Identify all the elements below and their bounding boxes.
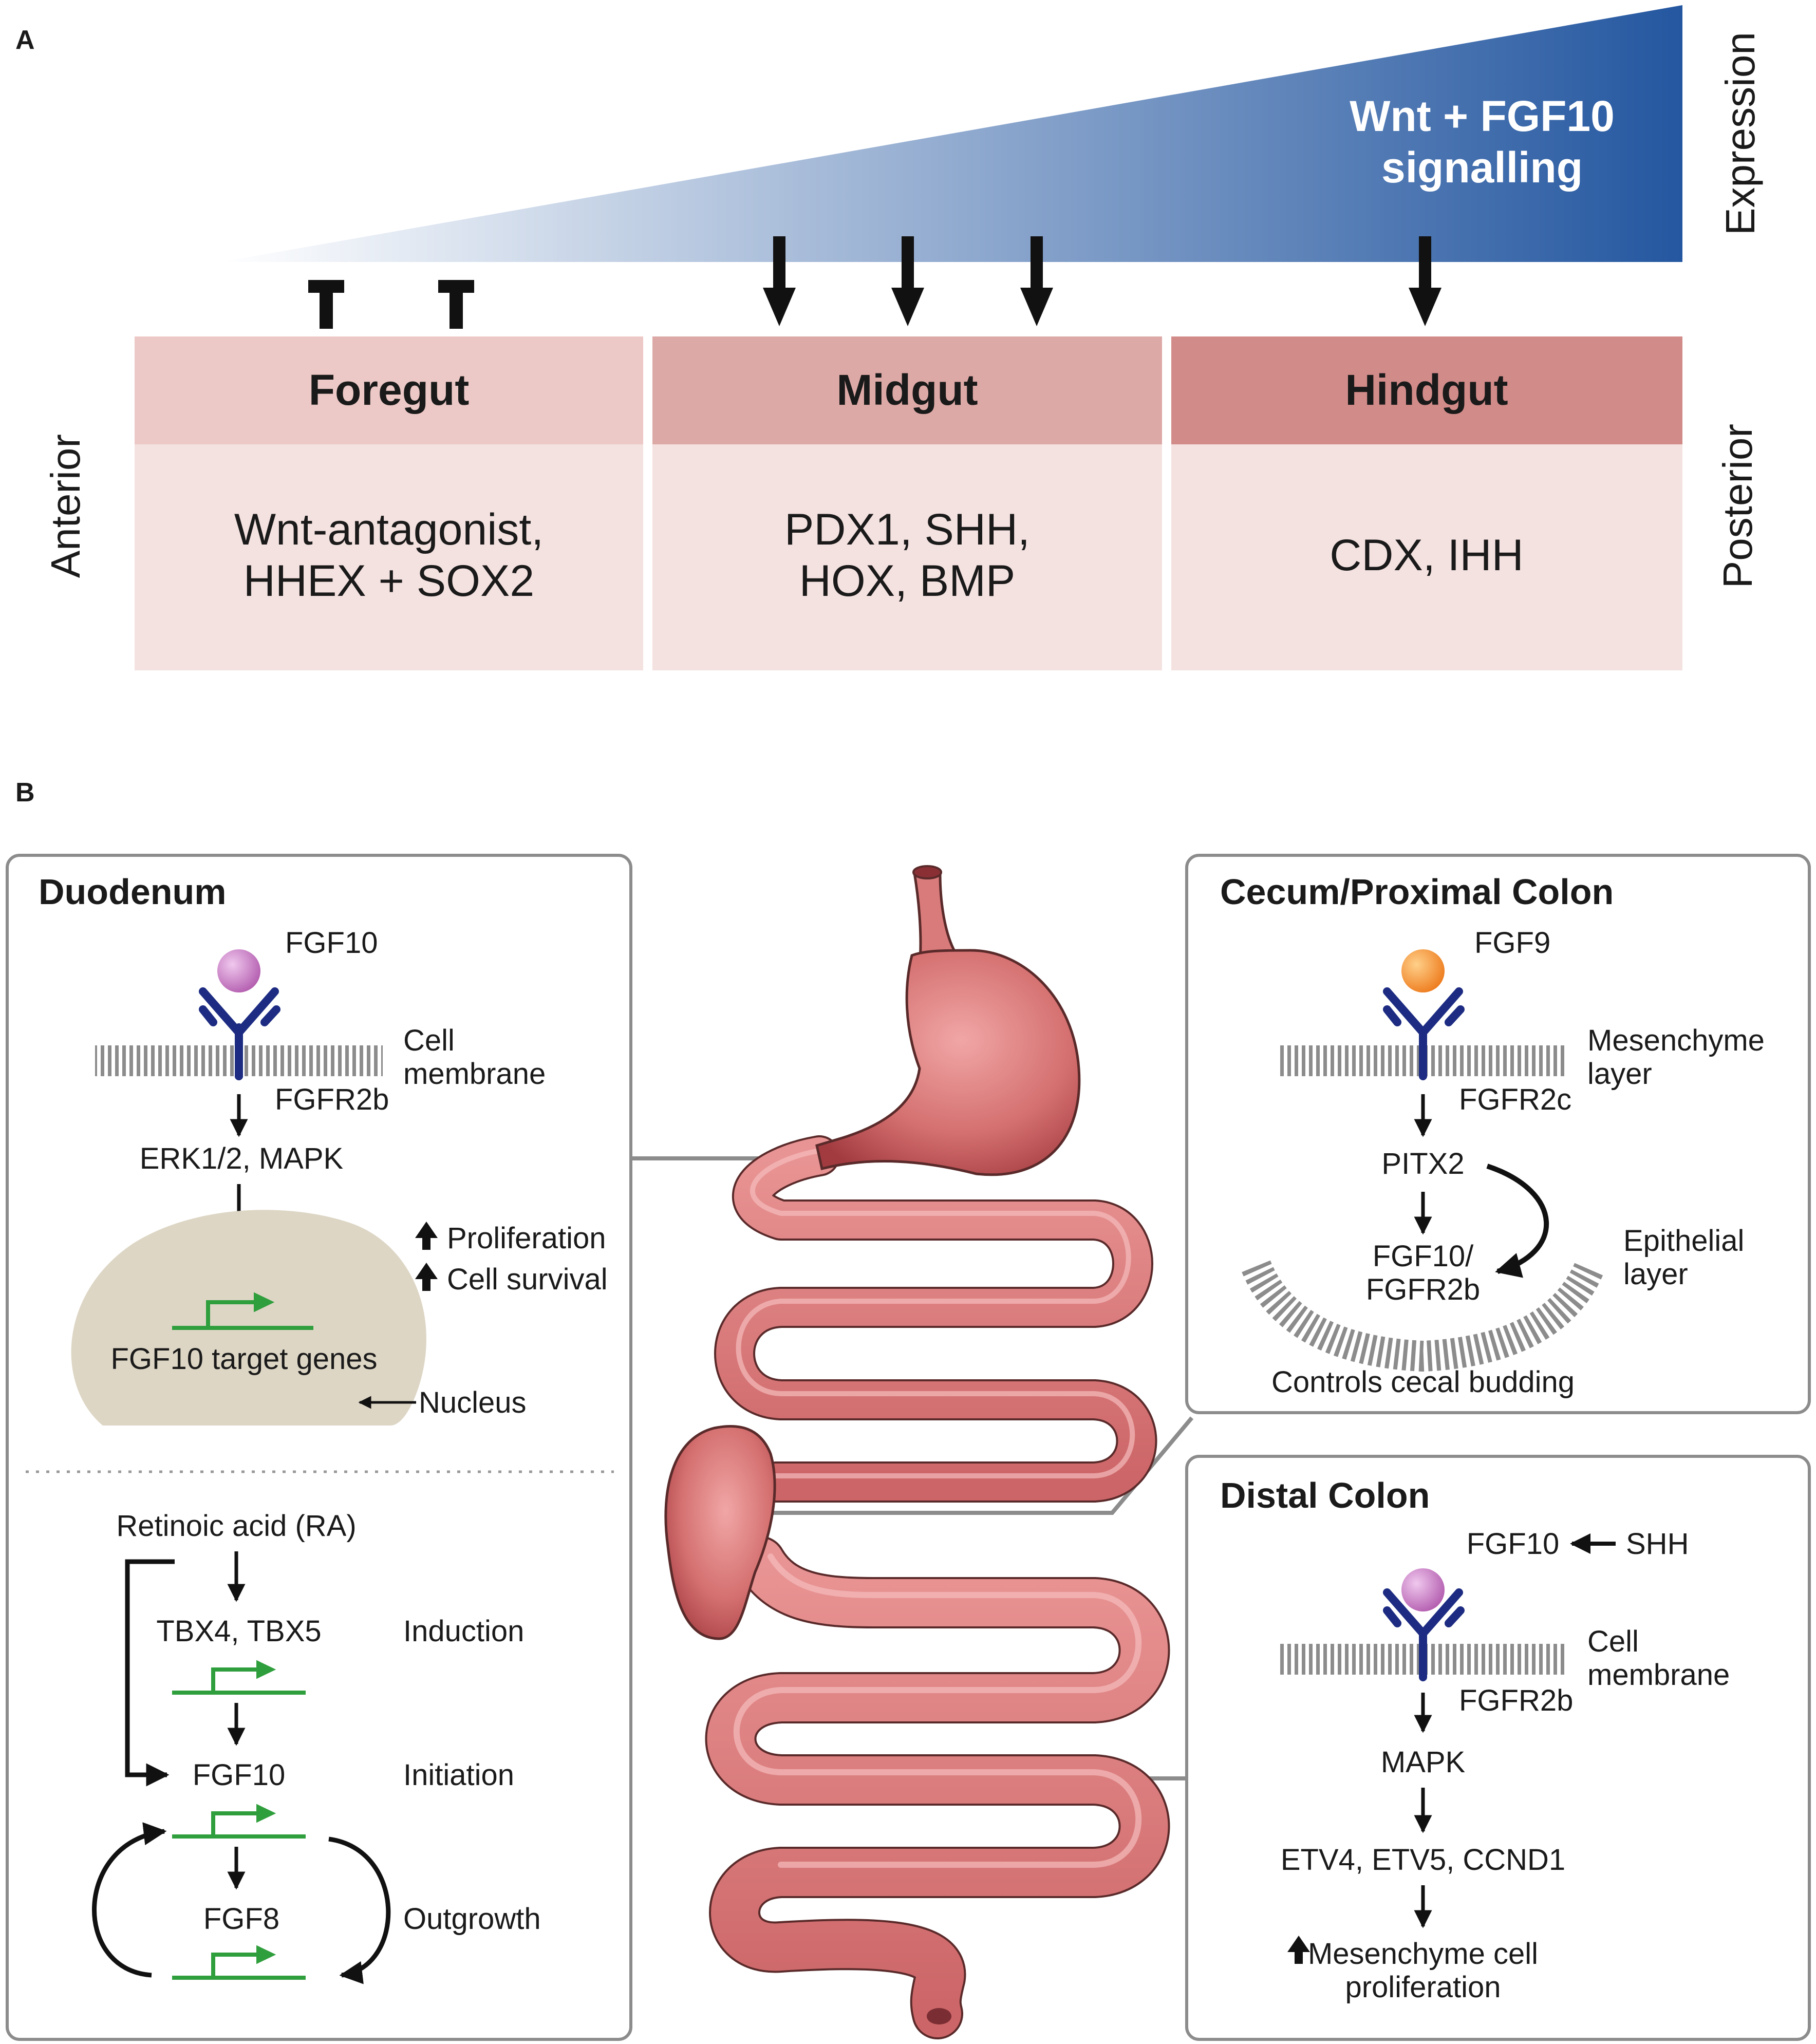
ra-label: Retinoic acid (RA) (116, 1509, 356, 1543)
up-arrow-icon (1287, 1936, 1310, 1964)
gene-icon (172, 1945, 306, 1980)
panel-b-label: B (15, 778, 35, 808)
receptor-label: FGFR2b (275, 1083, 389, 1116)
epithelial-label-line1: Epithelial (1623, 1224, 1744, 1258)
membrane-label-line2: membrane (1587, 1658, 1730, 1692)
fgf-label-line2: FGFR2b (1366, 1273, 1480, 1306)
inhibition-symbol (438, 280, 474, 329)
duodenum-box: Duodenum FGF10 Cell membrane FGFR2b ERK1… (6, 854, 632, 2041)
gut-illustration (664, 865, 1170, 2039)
pathway-label: MAPK (1381, 1746, 1466, 1779)
loop-arrow (92, 1822, 167, 1978)
loop-arrow (328, 1836, 391, 1984)
anterior-label: Anterior (43, 434, 88, 578)
gene-icon (172, 1292, 313, 1330)
up-arrow-icon (415, 1222, 438, 1250)
targets-label: ETV4, ETV5, CCND1 (1281, 1843, 1565, 1877)
target-genes-label: FGF10 target genes (110, 1342, 377, 1376)
fgf10-ligand-icon (217, 949, 260, 992)
effect-label-line1: Mesenchyme cell (1308, 1937, 1538, 1971)
expression-gradient (221, 5, 1682, 262)
membrane-label-line1: Cell (1587, 1625, 1639, 1658)
posterior-label: Posterior (1715, 424, 1761, 588)
effect-label-line2: proliferation (1345, 1971, 1501, 2004)
region-hindgut: Hindgut CDX, IHH (1171, 336, 1682, 670)
region-name: Hindgut (1345, 366, 1508, 414)
tbx-label: TBX4, TBX5 (156, 1615, 321, 1648)
feedback-line (125, 1559, 175, 1787)
expression-label: Expression (1717, 32, 1763, 235)
activation-arrow (1409, 236, 1441, 326)
region-markers: CDX, IHH (1330, 531, 1523, 580)
ligand-label: FGF9 (1474, 926, 1550, 960)
duodenum-title: Duodenum (39, 872, 227, 912)
region-markers: HOX, BMP (799, 556, 1016, 606)
fgfr2b-receptor-icon (1383, 1588, 1465, 1681)
gene-icon (172, 1804, 306, 1839)
inhibition-symbol (308, 280, 344, 329)
effect-label: Cell survival (447, 1263, 608, 1296)
distal-title: Distal Colon (1220, 1475, 1430, 1515)
region-markers: Wnt-antagonist, (234, 505, 544, 554)
stomach (815, 949, 1081, 1176)
receptor-label: FGFR2c (1459, 1083, 1571, 1116)
activator-label: SHH (1626, 1527, 1689, 1561)
fgf10-label: FGF10 (193, 1758, 286, 1792)
activation-arrow (763, 236, 796, 326)
nucleus-label: Nucleus (419, 1386, 527, 1419)
fgfr2b-receptor-icon (199, 987, 280, 1080)
stage-label: Induction (403, 1615, 524, 1648)
ligand-label: FGF10 (1467, 1527, 1560, 1561)
region-foregut: Foregut Wnt-antagonist, HHEX + SOX2 (135, 336, 643, 670)
nucleus-icon (71, 1210, 426, 1426)
membrane-label-line1: Cell (403, 1024, 455, 1057)
stage-label: Initiation (403, 1758, 514, 1792)
receptor-label: FGFR2b (1459, 1684, 1573, 1717)
distal-colon-box: Distal Colon FGF10 SHH Cell membrane FGF… (1185, 1455, 1811, 2041)
stage-label: Outgrowth (403, 1902, 541, 1936)
pitx2-label: PITX2 (1381, 1147, 1464, 1180)
gradient-text-line2: signalling (1381, 143, 1583, 192)
activation-arrow (1020, 236, 1053, 326)
fgf10-ligand-icon (1401, 1568, 1445, 1611)
outcome-label: Controls cecal budding (1271, 1365, 1575, 1399)
membrane-label-line1: Mesenchyme (1587, 1024, 1765, 1057)
connector-line (735, 1416, 1194, 1515)
region-markers: PDX1, SHH, (784, 505, 1030, 554)
curved-arrow (1486, 1164, 1549, 1278)
fgf8-label: FGF8 (203, 1902, 279, 1936)
region-name: Midgut (836, 366, 978, 414)
effect-label: Proliferation (447, 1222, 606, 1255)
activation-arrow (891, 236, 924, 326)
cecum (664, 1425, 776, 1640)
fgf9-ligand-icon (1401, 949, 1445, 992)
epithelial-layer (1242, 1260, 1604, 1372)
gradient-text-line1: Wnt + FGF10 (1350, 92, 1615, 140)
epithelial-label-line2: layer (1623, 1258, 1688, 1291)
pathway-label: ERK1/2, MAPK (140, 1142, 344, 1175)
up-arrow-icon (415, 1263, 438, 1291)
cecum-title: Cecum/Proximal Colon (1220, 872, 1614, 912)
fgfr2c-receptor-icon (1383, 987, 1465, 1080)
region-midgut: Midgut PDX1, SHH, HOX, BMP (652, 336, 1162, 670)
ligand-label: FGF10 (285, 926, 378, 960)
gene-icon (172, 1660, 306, 1695)
cecum-box: Cecum/Proximal Colon FGF9 Mesenchyme lay… (1185, 854, 1811, 1414)
fgf-label-line1: FGF10/ (1373, 1240, 1474, 1273)
region-markers: HHEX + SOX2 (244, 556, 534, 606)
membrane-label-line2: membrane (403, 1057, 546, 1091)
panel-a-label: A (15, 25, 35, 55)
membrane-label-line2: layer (1587, 1057, 1652, 1091)
region-name: Foregut (309, 366, 470, 414)
